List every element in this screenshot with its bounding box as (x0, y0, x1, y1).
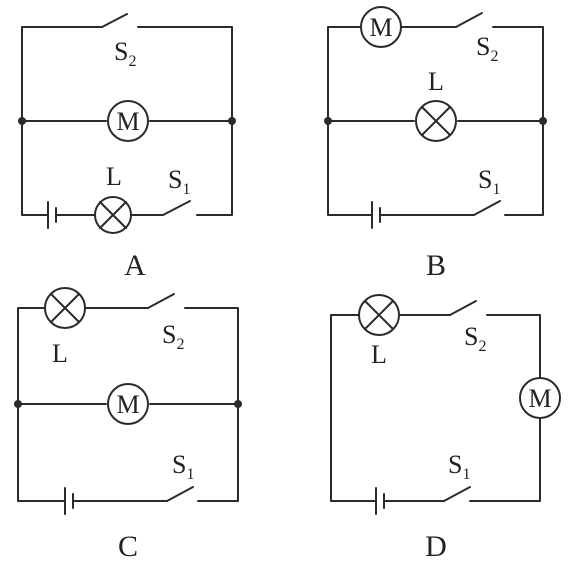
battery-symbol (375, 487, 393, 515)
junction-dot (324, 117, 332, 125)
switch2-label: S2 (464, 322, 486, 355)
lamp-label: L (371, 340, 387, 369)
switch2-label: S2 (114, 37, 136, 70)
switch1-label: S1 (172, 450, 194, 483)
motor-symbol: M (107, 100, 149, 142)
caption-c: C (118, 530, 138, 562)
caption-b: B (426, 249, 446, 282)
battery-symbol (371, 201, 389, 229)
circuit-c: L M S2 S1 C (14, 287, 242, 562)
lamp-symbol (94, 196, 132, 234)
switch1-label: S1 (478, 165, 500, 198)
lamp-label: L (106, 162, 122, 191)
lamp-label: L (428, 67, 444, 96)
junction-dot (18, 117, 26, 125)
lamp-symbol (415, 100, 457, 142)
junction-dot (539, 117, 547, 125)
battery-symbol (64, 487, 82, 515)
circuit-b: M L S2 S1 B (324, 6, 547, 282)
junction-dot (234, 400, 242, 408)
circuit-d-wires (330, 300, 541, 502)
junction-dot (14, 400, 22, 408)
switch2-label: S2 (162, 320, 184, 353)
switch2-label: S2 (476, 32, 498, 65)
lamp-symbol (358, 294, 400, 336)
motor-symbol: M (519, 377, 561, 419)
lamp-label: L (52, 339, 68, 368)
switch1-label: S1 (168, 165, 190, 198)
motor-symbol: M (360, 6, 402, 48)
motor-label: M (369, 13, 392, 42)
caption-a: A (124, 249, 146, 282)
circuit-d: L M S2 S1 D (330, 294, 561, 562)
motor-label: M (116, 390, 139, 419)
circuit-a: M L S2 S1 A (18, 13, 236, 282)
lamp-symbol (44, 287, 86, 329)
motor-symbol: M (107, 383, 149, 425)
junction-dot (228, 117, 236, 125)
motor-label: M (528, 384, 551, 413)
caption-d: D (425, 530, 447, 562)
battery-symbol (47, 201, 65, 229)
switch1-label: S1 (448, 450, 470, 483)
motor-label: M (116, 107, 139, 136)
